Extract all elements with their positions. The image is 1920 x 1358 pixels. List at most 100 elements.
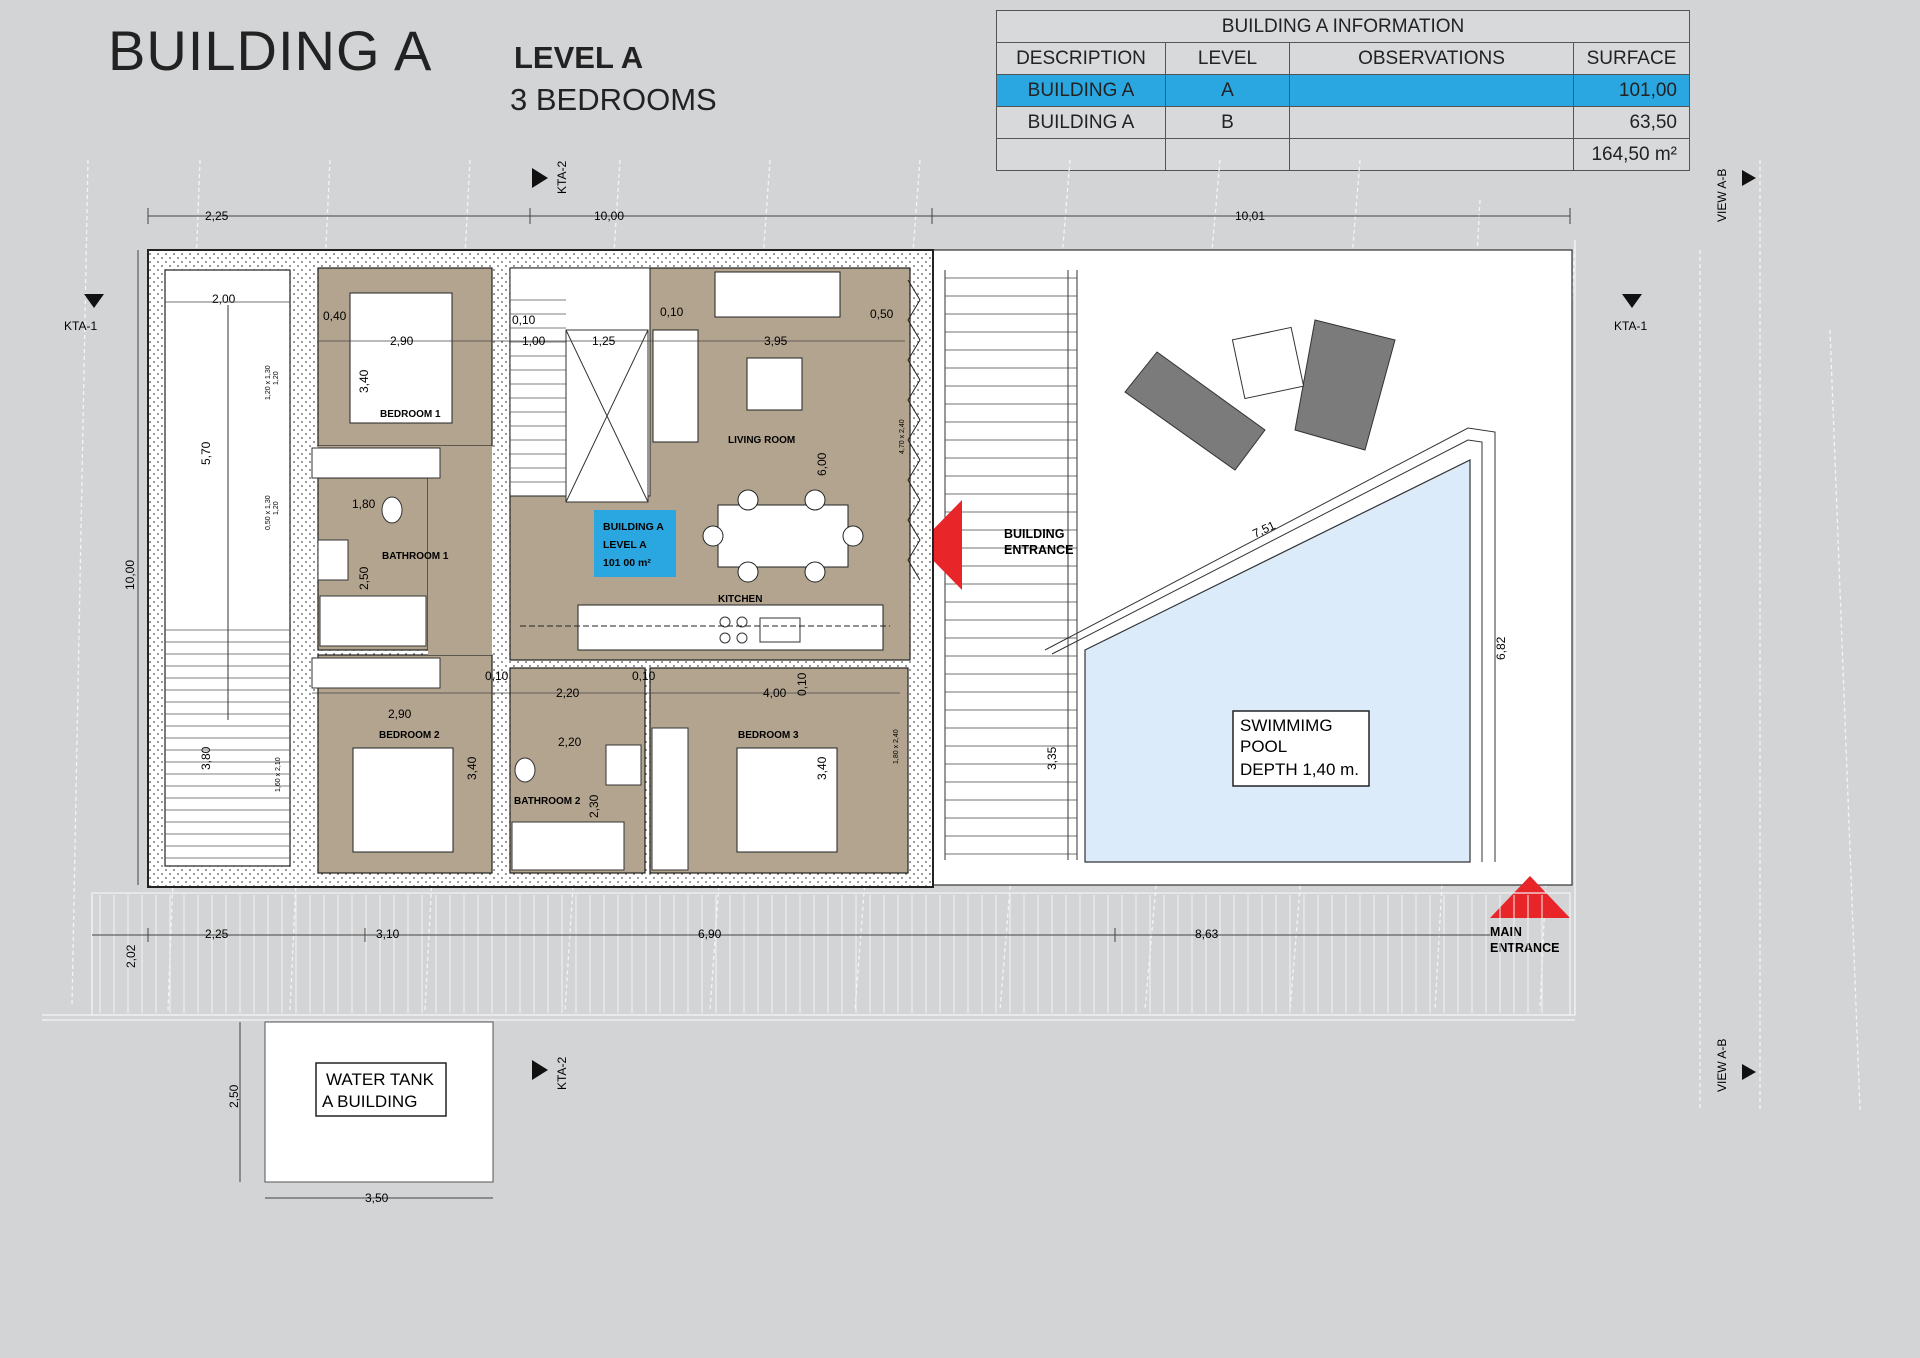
wardrobe-2 bbox=[311, 657, 441, 689]
dim-lower-2: 2,20 bbox=[556, 686, 580, 700]
window-tag-3: 0,50 x 1,30 bbox=[265, 495, 272, 530]
dim-bathroom2-width: 2,20 bbox=[558, 735, 582, 749]
sliding-doors bbox=[907, 279, 921, 581]
section-kta2-bottom: KTA-2 bbox=[555, 1057, 569, 1090]
pool-label-1: SWIMMIMG bbox=[1240, 716, 1333, 735]
section-kta1-left: KTA-1 bbox=[64, 319, 97, 333]
cell-observations bbox=[1289, 74, 1574, 107]
dim-bedroom3-height: 3,40 bbox=[815, 756, 829, 780]
cell-observations bbox=[1289, 138, 1574, 171]
section-kta2-top: KTA-2 bbox=[555, 161, 569, 194]
walkway-slats bbox=[99, 895, 1543, 1013]
label-living-room: LIVING ROOM bbox=[728, 435, 795, 446]
window-tag-2: 1,20 bbox=[273, 371, 280, 385]
walkway bbox=[91, 892, 1571, 1016]
area-tag bbox=[594, 510, 676, 577]
dim-left-offset: 2,02 bbox=[124, 944, 138, 968]
kitchen-appliances bbox=[719, 616, 801, 644]
dim-corridor-width: 2,00 bbox=[212, 292, 236, 306]
dim-bedroom1-height: 3,40 bbox=[357, 369, 371, 393]
dim-left-height: 10,00 bbox=[123, 560, 137, 590]
bathtub-1 bbox=[319, 595, 427, 647]
section-marker-kta1-left bbox=[84, 294, 104, 308]
building-info-table: BUILDING A INFORMATION DESCRIPTION LEVEL… bbox=[996, 10, 1690, 171]
dim-bathroom2-height: 2,30 bbox=[587, 794, 601, 818]
table-row: BUILDING A A 101,00 bbox=[996, 74, 1690, 107]
dim-living-height: 6,00 bbox=[815, 452, 829, 476]
label-kitchen: KITCHEN bbox=[718, 594, 762, 605]
label-bedroom-3: BEDROOM 3 bbox=[738, 730, 799, 741]
dim-bedroom1-width: 2,90 bbox=[390, 334, 414, 348]
cell-observations bbox=[1289, 106, 1574, 139]
dim-lower-3: 0,10 bbox=[632, 669, 656, 683]
bed-2 bbox=[352, 747, 454, 853]
section-marker-kta2-top bbox=[532, 168, 548, 188]
sun-loungers bbox=[1124, 319, 1396, 471]
dim-bottom-3: 6,90 bbox=[698, 927, 722, 941]
section-marker-kta2-bottom bbox=[532, 1060, 548, 1080]
section-kta1-right: KTA-1 bbox=[1614, 319, 1647, 333]
page-title: BUILDING A bbox=[108, 19, 433, 82]
toilet-2 bbox=[514, 757, 536, 783]
dim-tank-width: 3,50 bbox=[365, 1191, 389, 1205]
pool-edge-inner bbox=[1051, 439, 1483, 862]
dim-lower-4: 4,00 bbox=[763, 686, 787, 700]
label-bedroom-1: BEDROOM 1 bbox=[380, 409, 441, 420]
dining-chairs bbox=[702, 489, 864, 583]
dim-bedroom2-width: 2,90 bbox=[388, 707, 412, 721]
dining-table bbox=[717, 504, 849, 568]
table-row: 164,50 m² bbox=[996, 138, 1690, 171]
pergola-slats bbox=[945, 277, 1077, 855]
cell-surface: 101,00 bbox=[1573, 74, 1690, 107]
side-table bbox=[1231, 326, 1305, 400]
water-tank-label-box bbox=[315, 1062, 447, 1117]
dim-bedroom2-height: 3,40 bbox=[465, 756, 479, 780]
column-header: DESCRIPTION bbox=[996, 42, 1166, 75]
window-tag-4: 1,20 bbox=[273, 501, 280, 515]
kitchen-counter bbox=[577, 604, 884, 651]
main-entrance-marker bbox=[1490, 876, 1570, 918]
sink-1 bbox=[317, 539, 349, 581]
bed-3 bbox=[736, 747, 838, 853]
dim-bottom-4: 8,63 bbox=[1195, 927, 1219, 941]
area-tag-1: BUILDING A bbox=[603, 521, 664, 533]
cell-description bbox=[996, 138, 1166, 171]
label-bathroom-1: BATHROOM 1 bbox=[382, 551, 449, 562]
sofa-top bbox=[714, 271, 841, 318]
dim-tank-height: 2,50 bbox=[227, 1084, 241, 1108]
dim-top-2: 10,00 bbox=[594, 209, 624, 223]
section-view-top: VIEW A-B bbox=[1715, 169, 1729, 222]
sink-2 bbox=[605, 744, 642, 786]
water-tank-label-1: WATER TANK bbox=[326, 1070, 435, 1089]
toilet-1 bbox=[381, 496, 403, 524]
dim-terrace: 3,35 bbox=[1045, 746, 1059, 770]
cell-surface: 164,50 m² bbox=[1573, 138, 1690, 171]
area-tag-2: LEVEL A bbox=[603, 539, 647, 551]
interior-dimension-lines bbox=[165, 301, 905, 694]
label-bedroom-2: BEDROOM 2 bbox=[379, 730, 440, 741]
cell-description: BUILDING A bbox=[996, 106, 1166, 139]
pool-label-3: DEPTH 1,40 m. bbox=[1240, 760, 1359, 779]
building-entrance-label-2: ENTRANCE bbox=[1004, 543, 1073, 557]
coffee-table bbox=[746, 357, 803, 411]
sofa-side bbox=[652, 329, 699, 443]
dim-top-3: 10,01 bbox=[1235, 209, 1265, 223]
window-tag-7: 1,80 x 2,40 bbox=[893, 729, 900, 764]
label-bathroom-2: BATHROOM 2 bbox=[514, 796, 581, 807]
dim-corridor-1: 5,70 bbox=[199, 441, 213, 465]
building-entrance-label-1: BUILDING bbox=[1004, 527, 1064, 541]
dim-lower-1: 0,10 bbox=[485, 669, 509, 683]
dim-pool-height: 6,82 bbox=[1494, 636, 1508, 660]
dim-upper-2: 1,00 bbox=[522, 334, 546, 348]
dim-top-1: 2,25 bbox=[205, 209, 229, 223]
dim-bottom-2: 3,10 bbox=[376, 927, 400, 941]
swimming-pool bbox=[1084, 459, 1471, 863]
main-entrance-label-1: MAIN bbox=[1490, 925, 1522, 939]
dim-bathroom1-height: 2,50 bbox=[357, 566, 371, 590]
column-header: OBSERVATIONS bbox=[1289, 42, 1574, 75]
level-title: LEVEL A bbox=[514, 40, 644, 75]
top-dimension-line bbox=[147, 208, 1571, 224]
section-marker-kta1-right bbox=[1622, 294, 1642, 308]
dim-bottom-1: 2,25 bbox=[205, 927, 229, 941]
